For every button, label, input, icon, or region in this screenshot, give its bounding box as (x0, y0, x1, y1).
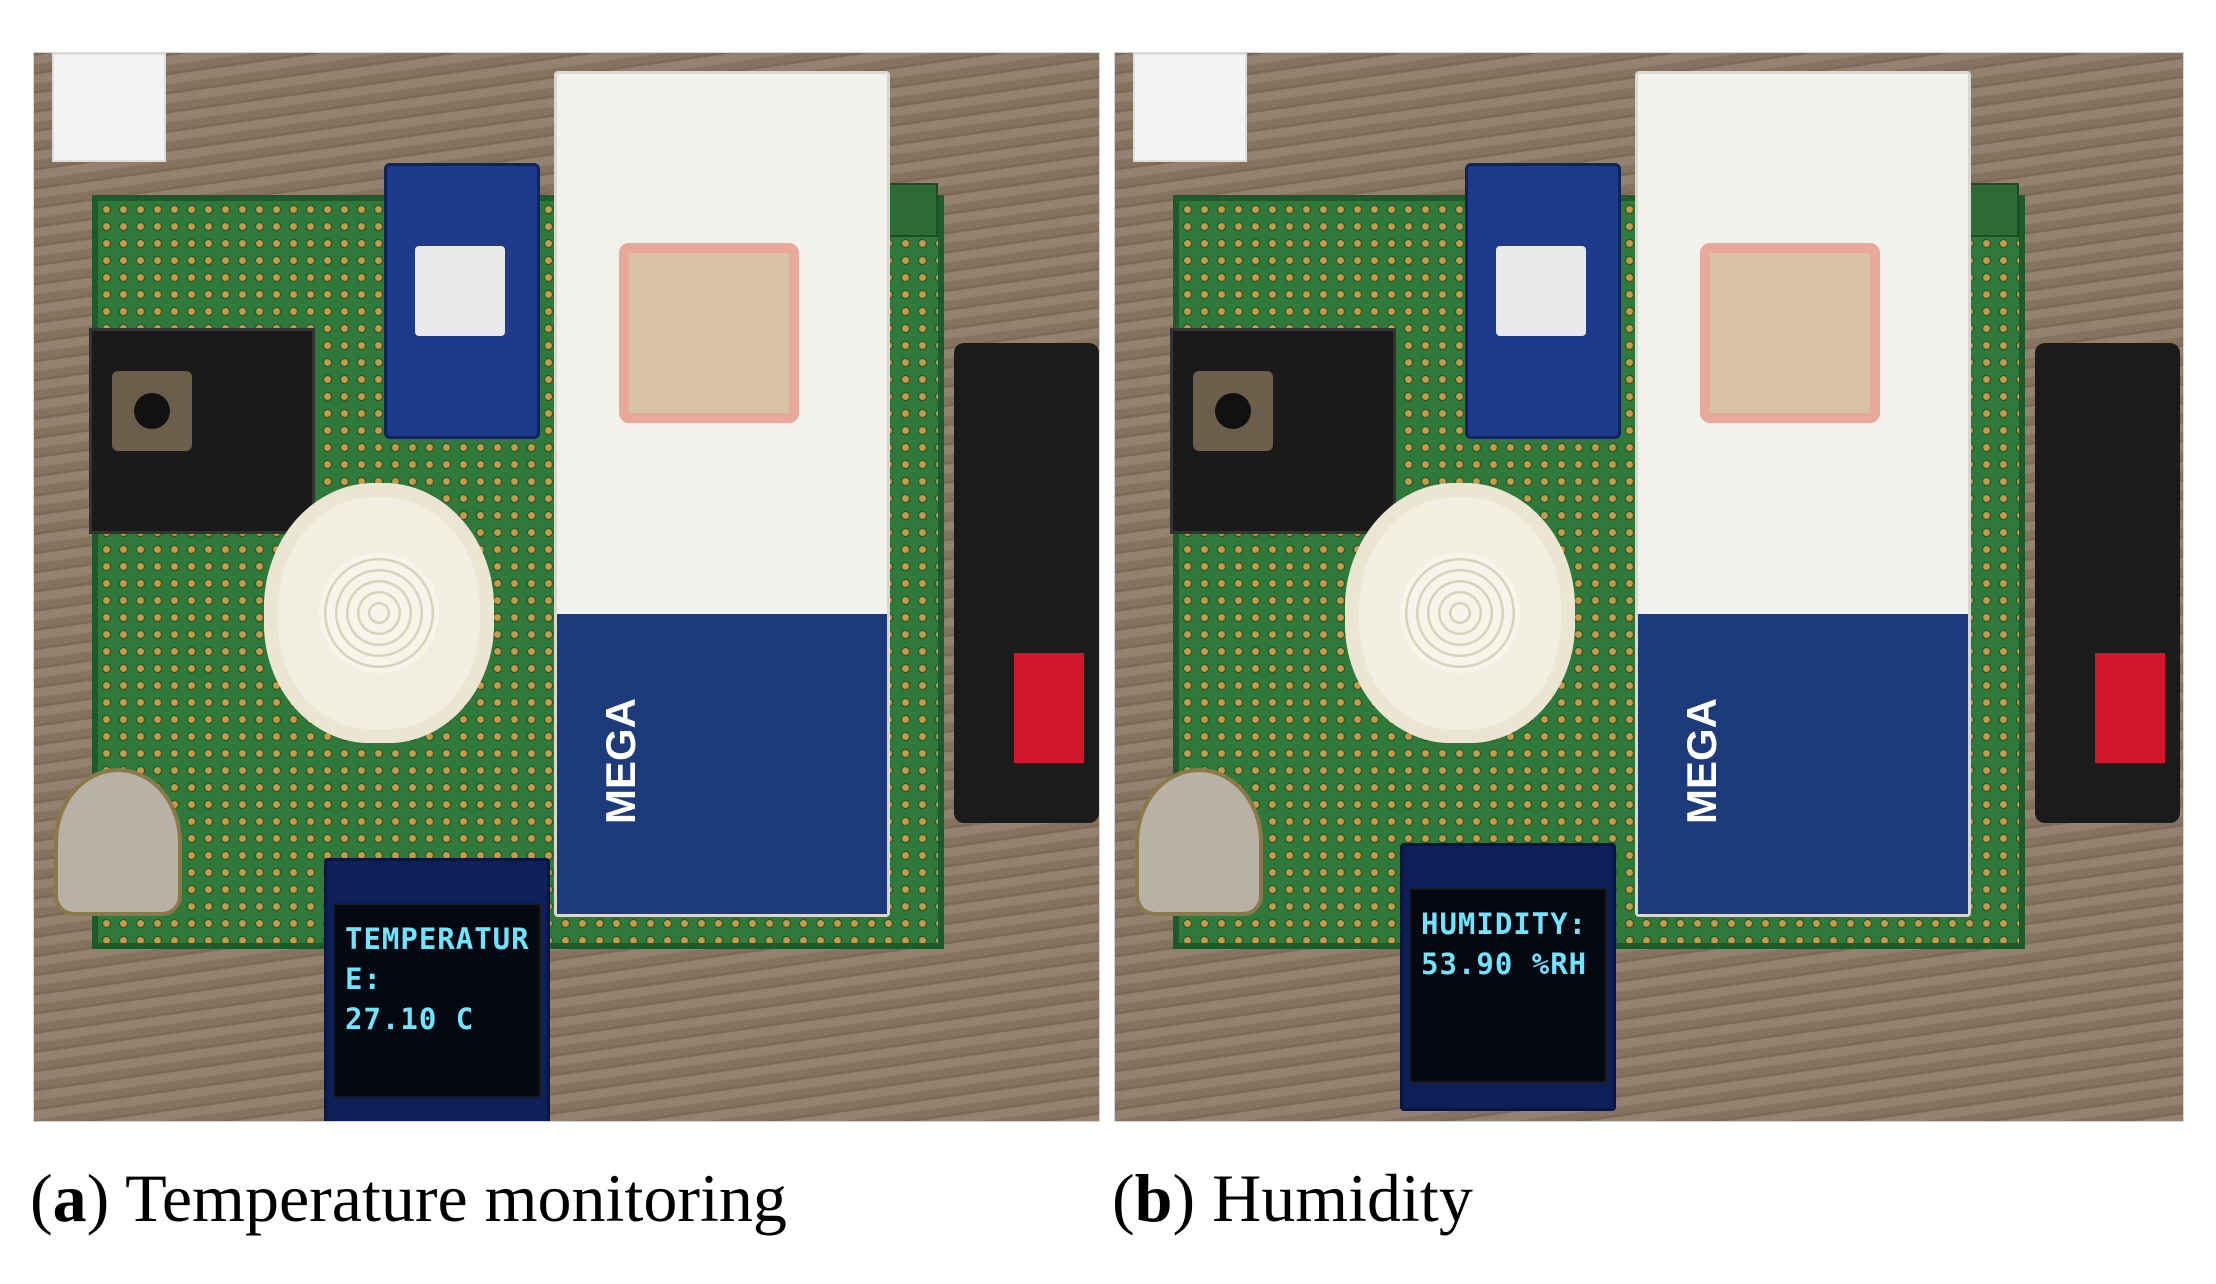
battery-terminal (2095, 653, 2165, 763)
battery-holder (2035, 343, 2180, 823)
caption-a: (a) Temperature monitoring (30, 1160, 787, 1236)
gps-antenna (1700, 243, 1880, 423)
esp32-cam-module (89, 328, 315, 534)
buzzer (1345, 483, 1575, 743)
photo-panel-b: MEGA HUMIDITY: 53.90 %RH (1114, 52, 2184, 1122)
gps-chip (415, 246, 505, 336)
voltage-regulator (884, 183, 938, 237)
oled-display-b: HUMIDITY: 53.90 %RH (1400, 843, 1616, 1111)
arduino-mega-board: MEGA (1635, 71, 1971, 917)
oled-line: 53.90 %RH (1421, 947, 1588, 981)
mega-label: MEGA (597, 698, 644, 824)
mega-label: MEGA (1678, 698, 1725, 824)
caption-label: b (1134, 1160, 1173, 1236)
oled-line: E: (345, 962, 382, 996)
voltage-regulator (1965, 183, 2019, 237)
caption-label: a (52, 1160, 87, 1236)
gas-sensor (54, 768, 182, 916)
mega-label-area: MEGA (557, 614, 887, 914)
camera-lens (112, 371, 192, 451)
photo-panel-a: MEGA TEMPERATUR E: 27.10 C (33, 52, 1100, 1122)
caption-b: (b) Humidity (1112, 1160, 1473, 1236)
gps-module (1465, 163, 1621, 439)
oled-screen-a: TEMPERATUR E: 27.10 C (333, 903, 541, 1098)
mega-label-area: MEGA (1638, 614, 1968, 914)
oled-display-a: TEMPERATUR E: 27.10 C (324, 858, 550, 1121)
battery-terminal (1014, 653, 1084, 763)
battery-holder (954, 343, 1099, 823)
buzzer-grille (319, 553, 439, 673)
oled-line: HUMIDITY: (1421, 907, 1588, 941)
dht-sensor (1133, 53, 1247, 162)
gps-antenna (619, 243, 799, 423)
dht-sensor (52, 53, 166, 162)
caption-text: Temperature monitoring (125, 1160, 787, 1236)
oled-screen-b: HUMIDITY: 53.90 %RH (1409, 888, 1607, 1083)
caption-text: Humidity (1212, 1160, 1473, 1236)
oled-line: TEMPERATUR (345, 922, 530, 956)
buzzer (264, 483, 494, 743)
gps-module (384, 163, 540, 439)
esp32-cam-module (1170, 328, 1396, 534)
camera-lens (1193, 371, 1273, 451)
oled-line: 27.10 C (345, 1002, 475, 1036)
gas-sensor (1135, 768, 1263, 916)
arduino-mega-board: MEGA (554, 71, 890, 917)
buzzer-grille (1400, 553, 1520, 673)
gps-chip (1496, 246, 1586, 336)
